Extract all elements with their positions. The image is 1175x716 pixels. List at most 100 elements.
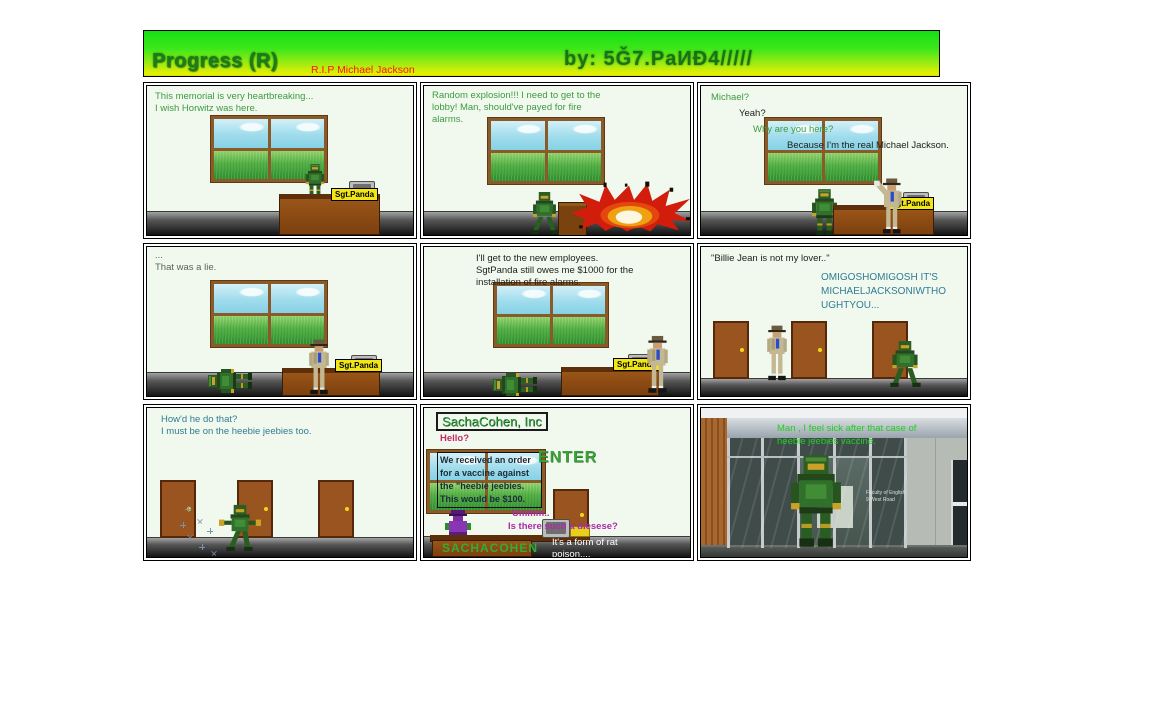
panel-9: Faculty of English 9 West Road Man , I f… xyxy=(697,404,971,561)
grass-pane xyxy=(491,152,545,181)
green-soldier-sprite xyxy=(889,341,921,387)
comic-title: Progress (R) xyxy=(152,50,279,72)
speech-line: Yeah? xyxy=(739,108,766,119)
sky-pane xyxy=(270,119,324,148)
sky-pane xyxy=(270,284,324,313)
nameplate: Sgt.Panda xyxy=(335,359,383,372)
speech-line: SgtPanda still owes me $1000 for the xyxy=(476,265,634,276)
speech-line: lobby! Man, should've payed for fire xyxy=(432,102,582,113)
green-soldier-lying-sprite xyxy=(493,372,537,397)
sky-pane xyxy=(547,121,601,150)
floor xyxy=(701,378,967,396)
speech-line: How'd he do that? xyxy=(161,414,238,425)
grass-pane xyxy=(270,315,324,344)
sparkle xyxy=(199,544,205,550)
panel-1: This memorial is very heartbreaking... I… xyxy=(143,82,417,239)
michael-jackson-sprite xyxy=(645,335,670,396)
speech-line: MICHAELJACKSONIWTHO xyxy=(821,286,947,297)
speech-line: Ummm.. xyxy=(512,508,550,519)
sky-pane xyxy=(430,453,485,480)
telephone xyxy=(570,526,590,537)
sky-pane xyxy=(214,284,268,313)
desk-front xyxy=(432,540,532,557)
panel-7: How'd he do that? I must be on the heebi… xyxy=(143,404,417,561)
concrete-wall xyxy=(907,438,967,548)
grass-pane xyxy=(552,316,605,344)
grass-pane xyxy=(487,483,542,510)
panel-4: ... That was a lie. Sgt.Panda xyxy=(143,243,417,400)
enter-sign: ENTER xyxy=(538,449,598,466)
panel-2: Random explosion!!! I need to get to the… xyxy=(420,82,694,239)
speech-line: Michael? xyxy=(711,92,750,103)
wooden-crate xyxy=(558,202,587,235)
office-window xyxy=(494,283,608,347)
office-window xyxy=(488,118,604,184)
grass-pane xyxy=(214,315,268,344)
green-soldier-pose-sprite xyxy=(219,504,261,552)
sky-pane xyxy=(552,286,605,314)
reception-desk xyxy=(561,367,659,396)
panel-5: I'll get to the new employees. SgtPanda … xyxy=(420,243,694,400)
speech-line: I must be on the heebie jeebies too. xyxy=(161,426,312,437)
office-window xyxy=(427,450,545,513)
speech-line: poison.... xyxy=(552,549,591,558)
speech-line: alarms. xyxy=(432,114,464,125)
speech-line: Because I'm the real Michael Jackson. xyxy=(787,140,949,151)
building-sign: Faculty of English 9 West Road xyxy=(866,490,906,503)
panel-6: "Billie Jean is not my lover.." OMIGOSHO… xyxy=(697,243,971,400)
green-soldier-sprite xyxy=(530,192,559,234)
sky-pane xyxy=(491,121,545,150)
speech-line: Why are you here? xyxy=(753,124,834,135)
speech-line: I wish Horwitz was here. xyxy=(155,103,258,114)
speech-line: UGHTYOU... xyxy=(821,300,880,311)
title-banner: Progress (R) R.I.P Michael Jackson by: 5… xyxy=(143,30,940,77)
sparkle xyxy=(180,522,186,528)
order-text-box: We received an order for a vaccine again… xyxy=(437,452,542,508)
clerk-sprite xyxy=(444,510,472,536)
green-soldier-big-sprite xyxy=(789,454,843,548)
building-photo: Faculty of English 9 West Road Man , I f… xyxy=(701,408,967,557)
speech-line: That was a lie. xyxy=(155,262,217,273)
grass-pane xyxy=(214,150,268,179)
door xyxy=(713,321,749,379)
speech-line: heebie jeebies vaccine. xyxy=(777,436,876,447)
speech-line: the "heebie jeebies. xyxy=(440,481,525,491)
reception-desk xyxy=(282,368,380,396)
grass-pane xyxy=(497,316,550,344)
speech-line: Random explosion!!! I need to get to the xyxy=(432,90,601,101)
sparkle xyxy=(207,528,213,534)
speech-block: Man , I feel sick after that case of hee… xyxy=(777,422,916,448)
sky-pane xyxy=(497,286,550,314)
office-window xyxy=(765,118,881,184)
floor xyxy=(147,537,413,557)
comic-grid: This memorial is very heartbreaking... I… xyxy=(143,82,971,561)
speech-line: I'll get to the new employees. xyxy=(476,253,599,264)
sky-pane xyxy=(487,453,542,480)
speech-line: "Billie Jean is not my lover.." xyxy=(711,253,830,264)
window-sill xyxy=(953,502,967,506)
door xyxy=(318,480,354,538)
speech-line: for a vaccine against xyxy=(440,468,530,478)
company-sign: SachaCohen, Inc xyxy=(436,412,548,431)
speech-line: OMIGOSHOMIGOSH IT'S xyxy=(821,272,938,283)
sky-pane xyxy=(214,119,268,148)
sky-pane xyxy=(824,121,878,150)
michael-jackson-sprite xyxy=(307,339,331,397)
green-soldier-lying-sprite xyxy=(208,368,252,394)
computer-monitor xyxy=(542,519,570,538)
office-window xyxy=(211,116,327,182)
grass-pane xyxy=(824,152,878,181)
desk-sign: SACHACOHEN xyxy=(442,541,539,555)
door xyxy=(160,480,196,538)
door xyxy=(791,321,827,379)
explosion-sprite xyxy=(570,178,691,236)
michael-jackson-sprite xyxy=(765,325,789,383)
dedication-text: R.I.P Michael Jackson xyxy=(311,64,415,76)
grass-pane xyxy=(547,152,601,181)
speech-line: Is there such a diesese? xyxy=(508,521,618,532)
wood-panel-wall xyxy=(701,418,727,545)
speech-line: It's a form of rat xyxy=(552,537,618,548)
grass-pane xyxy=(430,483,485,510)
speech-line: Man , I feel sick after that case of xyxy=(777,423,917,434)
